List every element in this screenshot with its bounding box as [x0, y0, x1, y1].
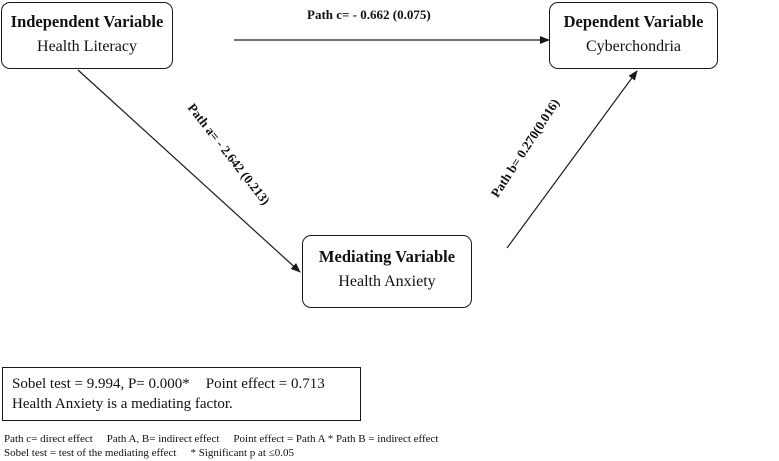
footnote-sobel: Sobel test = test of the mediating effec… [4, 447, 177, 459]
independent-variable-label: Health Literacy [37, 38, 137, 55]
footnote-line-2: Sobel test = test of the mediating effec… [4, 446, 438, 460]
path-a-arrow [77, 69, 301, 273]
mediation-conclusion: Health Anxiety is a mediating factor. [12, 396, 233, 412]
independent-variable-title: Independent Variable [10, 12, 164, 31]
path-c-label: Path c= - 0.662 (0.075) [307, 7, 431, 22]
point-effect-result: Point effect = 0.713 [205, 376, 325, 392]
mediating-variable-box: Mediating Variable Health Anxiety [302, 235, 472, 308]
mediating-variable-title: Mediating Variable [318, 247, 456, 266]
dependent-variable-box: Dependent Variable Cyberchondria [549, 2, 718, 69]
footnote-indirect: Path A, B= indirect effect [106, 433, 220, 445]
sobel-summary-box: Sobel test = 9.994, P= 0.000* Point effec… [2, 367, 361, 421]
footnote-line-1: Path c= direct effect Path A, B= indirect… [4, 432, 438, 446]
footnote-direct: Path c= direct effect [4, 433, 93, 445]
dependent-variable-label: Cyberchondria [585, 38, 682, 55]
footnotes: Path c= direct effect Path A, B= indirect… [4, 432, 438, 460]
footnote-point-effect: Point effect = Path A * Path B = indirec… [233, 433, 439, 445]
summary-line-1: Sobel test = 9.994, P= 0.000* Point effec… [12, 374, 360, 394]
footnote-significance: * Significant p at ≤0.05 [190, 447, 294, 459]
independent-variable-box: Independent Variable Health Literacy [1, 2, 173, 69]
dependent-variable-title: Dependent Variable [563, 12, 704, 31]
sobel-result: Sobel test = 9.994, P= 0.000* [12, 376, 190, 392]
path-b-arrow [506, 70, 638, 249]
mediating-variable-label: Health Anxiety [338, 273, 436, 290]
